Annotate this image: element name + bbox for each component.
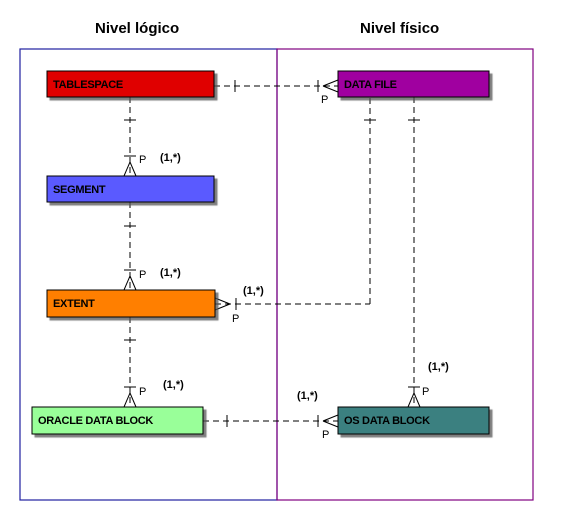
os-data-block-box bbox=[337, 406, 490, 435]
os-block-oracle-p-marker: P bbox=[322, 429, 329, 441]
extent-datafile-cardinality: (1,*) bbox=[243, 285, 264, 297]
tablespace-datafile-relationship bbox=[214, 79, 339, 93]
os-data-block-label: OS DATA BLOCK bbox=[344, 415, 430, 427]
datafile-os-block-relationship bbox=[407, 97, 421, 408]
segment-box bbox=[46, 175, 215, 203]
tablespace-segment-relationship bbox=[123, 97, 137, 177]
extent-label: EXTENT bbox=[53, 298, 95, 310]
oracle-block-cardinality: (1,*) bbox=[163, 379, 184, 391]
segment-p-marker: P bbox=[139, 154, 146, 166]
tablespace-label: TABLESPACE bbox=[53, 79, 123, 91]
os-block-oracle-cardinality: (1,*) bbox=[297, 390, 318, 402]
oracle-block-p-marker: P bbox=[139, 386, 146, 398]
extent-cardinality: (1,*) bbox=[160, 267, 181, 279]
os-data-block-entity[interactable]: OS DATA BLOCK bbox=[337, 406, 490, 435]
datafile-label: DATA FILE bbox=[344, 79, 397, 91]
physical-level-heading: Nivel físico bbox=[360, 20, 440, 37]
datafile-p-marker: P bbox=[321, 94, 328, 106]
extent-datafile-relationship bbox=[214, 97, 376, 311]
oracle-block-os-block-relationship bbox=[203, 414, 339, 428]
os-block-datafile-p-marker: P bbox=[422, 386, 429, 398]
extent-datafile-p-marker: P bbox=[232, 313, 239, 325]
tablespace-entity[interactable]: TABLESPACE bbox=[46, 70, 215, 98]
extent-entity[interactable]: EXTENT bbox=[46, 289, 216, 318]
datafile-box bbox=[337, 70, 490, 98]
tablespace-box bbox=[46, 70, 215, 98]
physical-level-frame bbox=[276, 48, 534, 501]
datafile-entity[interactable]: DATA FILE bbox=[337, 70, 490, 98]
extent-box bbox=[46, 289, 216, 318]
oracle-data-block-entity[interactable]: ORACLE DATA BLOCK bbox=[31, 406, 204, 435]
segment-cardinality: (1,*) bbox=[160, 152, 181, 164]
extent-p-marker: P bbox=[139, 269, 146, 281]
oracle-data-block-label: ORACLE DATA BLOCK bbox=[38, 415, 153, 427]
logical-level-heading: Nivel lógico bbox=[95, 20, 180, 37]
segment-extent-relationship bbox=[123, 202, 137, 291]
oracle-data-block-box bbox=[31, 406, 204, 435]
segment-label: SEGMENT bbox=[53, 184, 106, 196]
os-block-datafile-cardinality: (1,*) bbox=[428, 361, 449, 373]
extent-oracle-block-relationship bbox=[123, 317, 137, 408]
segment-entity[interactable]: SEGMENT bbox=[46, 175, 215, 203]
